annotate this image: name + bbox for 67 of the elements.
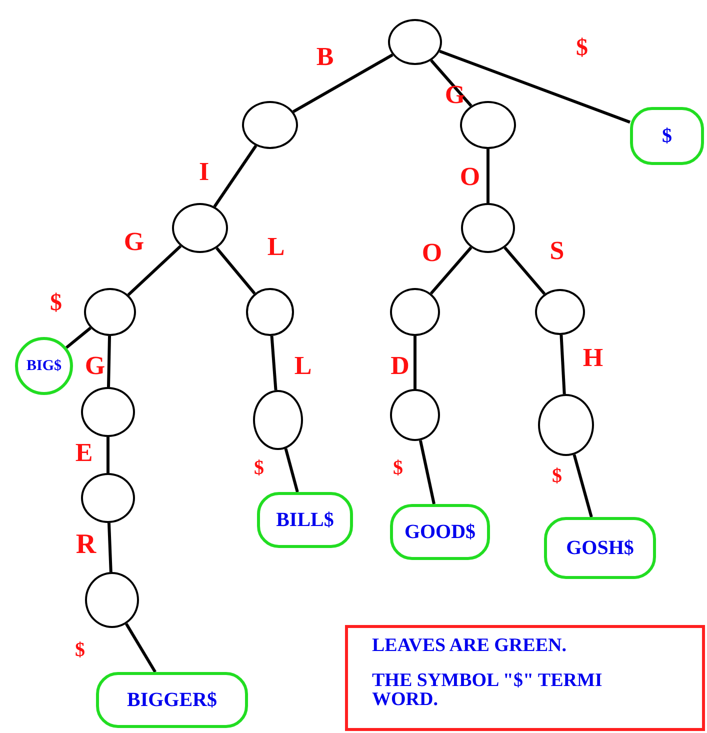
trie-node-circle (81, 387, 135, 437)
edge-label: D (390, 353, 410, 379)
edge-label: I (198, 159, 210, 185)
trie-node-circle (84, 288, 136, 336)
leaf-node (96, 672, 248, 728)
trie-edge (504, 246, 546, 295)
trie-node-circle (461, 203, 515, 253)
trie-edge (124, 623, 156, 673)
edge-label: G (124, 229, 144, 255)
note-text: THE SYMBOL "$" TERMI (372, 671, 604, 690)
trie-edge (439, 50, 631, 124)
leaf-word: BILL$ (276, 508, 334, 532)
leaf-node (257, 492, 353, 548)
trie-edge (107, 336, 112, 388)
leaf-node (390, 504, 490, 560)
edge-label: L (267, 234, 285, 260)
trie-edge (414, 336, 416, 389)
edge-label: L (294, 353, 312, 379)
edge-label: H (582, 345, 604, 371)
trie-edge (107, 522, 112, 572)
leaf-word: BIG$ (26, 358, 62, 374)
edge-label: R (76, 531, 96, 559)
edge-label: $ (254, 458, 264, 478)
edge-label: G (444, 82, 466, 108)
trie-node-circle (85, 572, 139, 628)
edge-label: $ (552, 466, 562, 486)
trie-node-circle (172, 203, 228, 253)
leaf-word: GOSH$ (566, 536, 634, 560)
trie-edge (486, 149, 490, 203)
trie-node-circle (242, 101, 298, 149)
edge-label: $ (393, 458, 403, 478)
trie-edge (216, 247, 256, 295)
trie-edge (560, 334, 566, 394)
note-box (345, 625, 705, 731)
note-text: WORD. (372, 690, 439, 709)
leaf-node (544, 517, 656, 579)
edge-label: G (84, 353, 106, 379)
edge-label: $ (75, 640, 85, 660)
trie-node-circle (246, 288, 294, 336)
trie-edge (106, 437, 110, 473)
edge-label: O (422, 240, 442, 266)
edge-label: $ (576, 36, 588, 60)
leaf-word: GOOD$ (404, 520, 476, 544)
trie-node-circle (390, 288, 440, 336)
leaf-word: $ (662, 124, 672, 148)
trie-edge (127, 244, 182, 296)
trie-edge (430, 246, 472, 295)
trie-edge (270, 336, 278, 390)
trie-edge (430, 59, 472, 107)
edge-label: O (460, 164, 480, 190)
trie-edge (572, 454, 593, 518)
leaf-node (630, 107, 704, 165)
trie-edge (418, 440, 436, 504)
edge-label: $ (50, 291, 62, 315)
trie-node-circle (390, 389, 440, 441)
trie-edge (213, 144, 258, 208)
trie-node-circle (535, 289, 585, 335)
trie-edge (66, 326, 92, 349)
leaf-word: BIGGER$ (126, 688, 218, 712)
trie-edge (284, 448, 299, 492)
edge-label: B (316, 44, 334, 70)
trie-node-circle (81, 473, 135, 523)
edge-label: E (75, 440, 93, 466)
note-text: LEAVES ARE GREEN. (372, 636, 568, 655)
trie-edge (292, 54, 394, 113)
edge-label: S (550, 238, 564, 264)
trie-node-circle (388, 19, 442, 65)
